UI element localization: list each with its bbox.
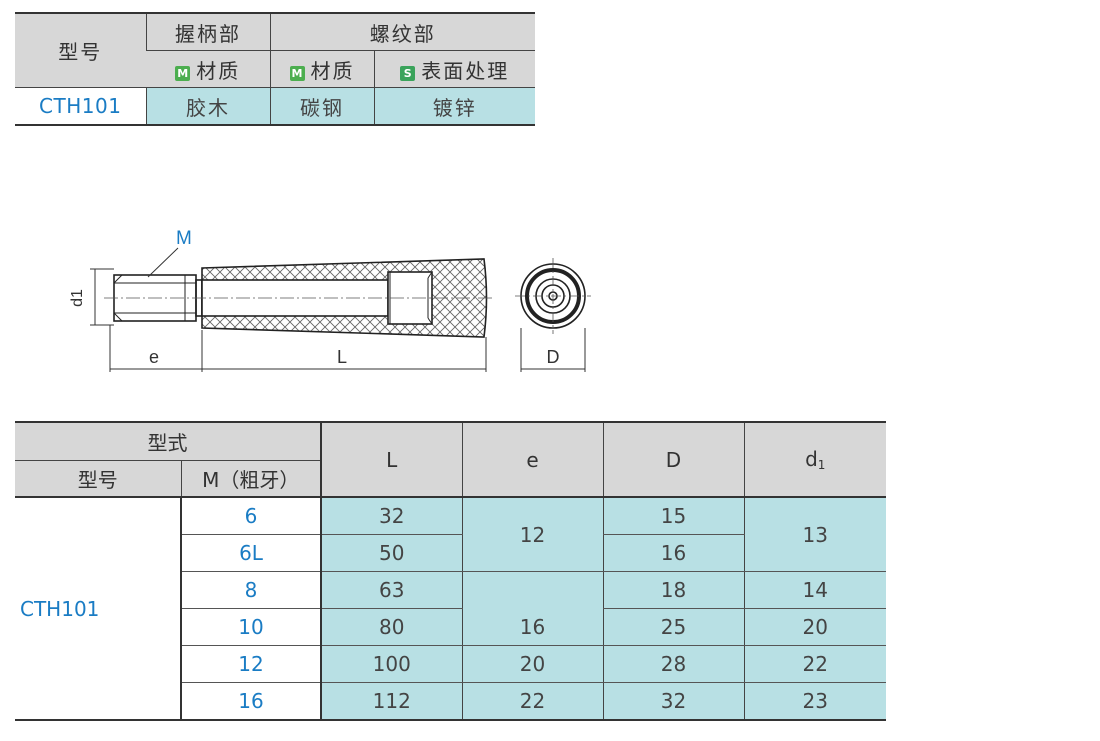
d1-value: 22: [743, 645, 886, 683]
l-value: 112: [320, 682, 462, 720]
material-row-surface: 镀锌: [373, 87, 535, 126]
thread-material-label: 材质: [310, 58, 355, 83]
d-value: 18: [602, 571, 744, 609]
header-type: 型式: [15, 422, 321, 461]
d1-value: 23: [743, 682, 886, 720]
l-value: 63: [320, 571, 462, 609]
e-value: 22: [461, 682, 603, 720]
material-subheader-thread-material: M 材质: [269, 50, 374, 88]
d-value: 32: [602, 682, 744, 720]
header-e: e: [461, 422, 603, 498]
d-value: 25: [602, 608, 744, 646]
l-value: 100: [320, 645, 462, 683]
m-value: 16: [180, 682, 321, 720]
label-m: M: [176, 228, 192, 249]
header-d1: d1: [743, 422, 886, 498]
dimension-table: 型式 L e D d1 型号 M（粗牙） CTH101 6 32 12 15 1…: [15, 421, 886, 721]
l-value: 80: [320, 608, 462, 646]
surface-label: 表面处理: [421, 58, 510, 83]
material-row-grip: 胶木: [145, 87, 270, 126]
d1-value: 20: [743, 608, 886, 646]
d-value: 15: [602, 497, 744, 535]
d-value: 28: [602, 645, 744, 683]
e-value: 20: [461, 645, 603, 683]
header-l: L: [320, 422, 462, 498]
material-header-model: 型号: [15, 13, 146, 88]
m-value: 8: [180, 571, 321, 609]
material-table: 型号 握柄部 螺纹部 M 材质 M 材质 S 表面处理 CTH101 胶木 碳钢 镀锌: [15, 12, 535, 126]
grip-material-label: 材质: [196, 58, 241, 83]
m-value: 10: [180, 608, 321, 646]
material-header-grip: 握柄部: [145, 13, 270, 51]
header-d1-main: d: [805, 447, 818, 471]
header-d1-sub: 1: [817, 458, 826, 472]
e-value: 16: [461, 571, 603, 646]
m-value: 6L: [180, 534, 321, 572]
material-row-thread: 碳钢: [269, 87, 374, 126]
material-badge-icon: M: [289, 65, 305, 81]
m-value: 6: [180, 497, 321, 535]
e-value: 12: [461, 497, 603, 572]
surface-badge-icon: S: [400, 65, 416, 81]
label-d: D: [547, 347, 560, 367]
label-d1: d1: [69, 289, 86, 307]
header-d: D: [602, 422, 744, 498]
header-m: M（粗牙）: [180, 460, 321, 498]
m-value: 12: [180, 645, 321, 683]
label-l: L: [337, 347, 347, 367]
material-subheader-grip-material: M 材质: [146, 50, 270, 88]
material-subheader-surface: S 表面处理: [373, 50, 535, 88]
technical-drawing: M d1 e L D: [69, 228, 591, 372]
d-value: 16: [602, 534, 744, 572]
material-badge-icon: M: [175, 65, 191, 81]
l-value: 50: [320, 534, 462, 572]
material-header-thread: 螺纹部: [269, 13, 535, 51]
d1-value: 14: [743, 571, 886, 609]
model-cell: CTH101: [15, 497, 181, 720]
header-model: 型号: [15, 460, 181, 498]
material-row-model: CTH101: [15, 87, 146, 126]
label-e: e: [149, 347, 159, 367]
d1-value: 13: [743, 497, 886, 572]
l-value: 32: [320, 497, 462, 535]
